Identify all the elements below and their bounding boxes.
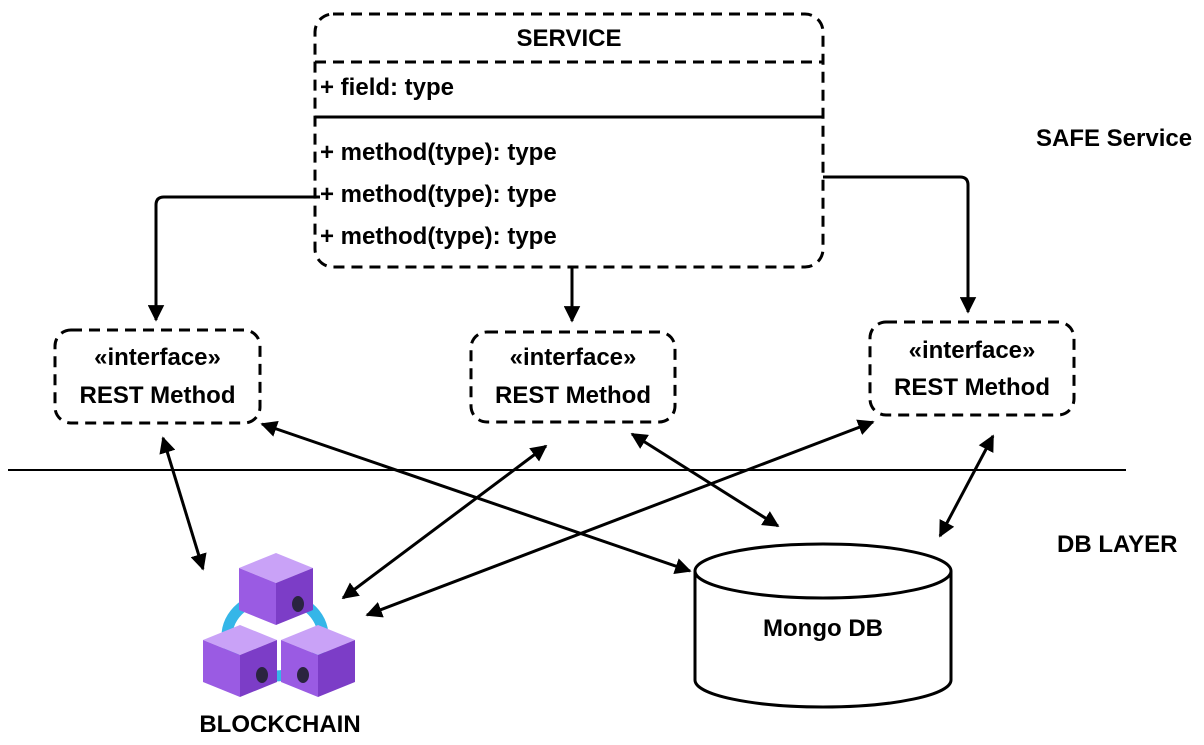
blockchain-label: BLOCKCHAIN xyxy=(199,711,361,738)
service-method-1: + method(type): type xyxy=(320,139,557,166)
db-layer-label: DB LAYER xyxy=(1057,531,1178,558)
database-cylinder-icon xyxy=(693,542,953,709)
arrow-left-interface-blockchain xyxy=(159,436,207,571)
arrow-middle-interface-blockchain xyxy=(341,444,548,600)
arrow-service-to-left-interface xyxy=(147,195,320,322)
interface-left-stereotype: «interface» xyxy=(94,344,221,371)
interface-middle-name: REST Method xyxy=(495,382,651,409)
cube-top-icon xyxy=(239,553,313,625)
service-field: + field: type xyxy=(320,74,455,101)
arrow-right-interface-mongodb xyxy=(938,434,995,538)
interface-box-right xyxy=(868,320,1076,417)
blockchain-icon xyxy=(203,553,355,697)
service-class-box xyxy=(313,12,825,269)
interface-left-name: REST Method xyxy=(79,382,236,409)
cube-right-icon xyxy=(281,625,355,697)
service-title: SERVICE xyxy=(516,25,622,52)
interface-box-left xyxy=(53,328,262,425)
arrow-service-to-right-interface xyxy=(823,175,977,314)
mongodb-label: Mongo DB xyxy=(763,615,883,642)
arrow-middle-interface-mongodb xyxy=(630,432,780,528)
service-method-3: + method(type): type xyxy=(320,223,557,250)
interface-middle-stereotype: «interface» xyxy=(509,344,637,371)
cube-left-icon xyxy=(203,625,277,697)
interface-right-stereotype: «interface» xyxy=(908,337,1036,364)
arrow-right-interface-blockchain xyxy=(365,419,875,618)
service-layer-label: SAFE Service xyxy=(1036,125,1193,152)
service-method-2: + method(type): type xyxy=(320,181,557,208)
interface-right-name: REST Method xyxy=(894,374,1050,401)
